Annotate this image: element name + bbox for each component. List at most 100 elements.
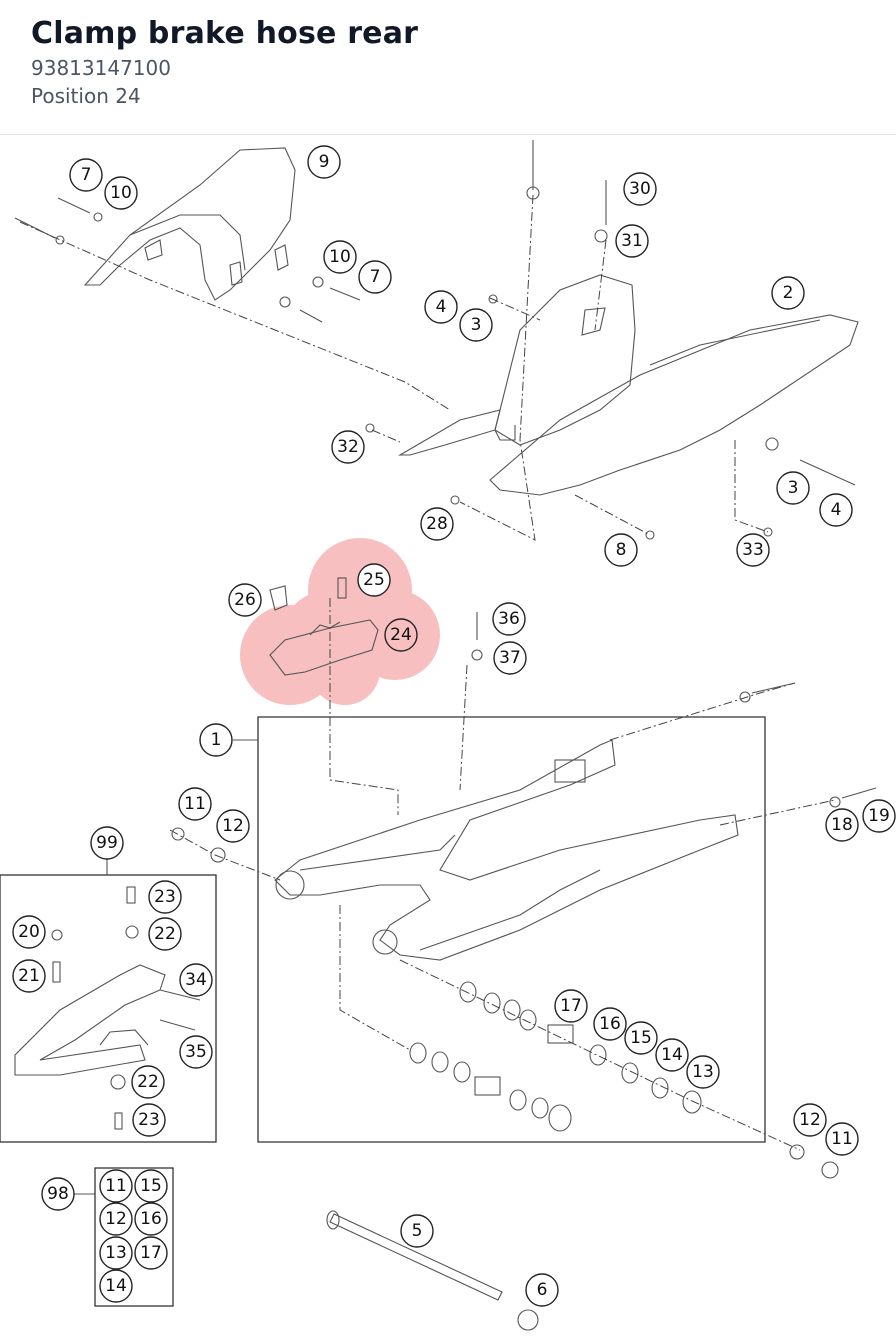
callout-label: 24 bbox=[390, 625, 412, 645]
callout-14: 14 bbox=[655, 1038, 689, 1072]
callout-label: 11 bbox=[105, 1176, 127, 1196]
callout-label: 22 bbox=[154, 924, 176, 944]
callout-label: 1 bbox=[211, 730, 222, 750]
callout-32: 32 bbox=[331, 430, 365, 464]
callout-label: 25 bbox=[363, 570, 385, 590]
callout-label: 6 bbox=[537, 1280, 548, 1300]
callout-13: 13 bbox=[99, 1236, 133, 1270]
callout-15: 15 bbox=[624, 1021, 658, 1055]
callout-label: 14 bbox=[105, 1276, 127, 1296]
callout-label: 12 bbox=[799, 1110, 821, 1130]
callout-label: 13 bbox=[105, 1243, 127, 1263]
callout-label: 20 bbox=[18, 922, 40, 942]
callout-21: 21 bbox=[12, 959, 46, 993]
callout-22: 22 bbox=[148, 917, 182, 951]
callout-label: 17 bbox=[560, 996, 582, 1016]
callout-label: 31 bbox=[621, 231, 643, 251]
callout-7: 7 bbox=[69, 158, 103, 192]
callout-label: 23 bbox=[154, 887, 176, 907]
callout-12: 12 bbox=[99, 1202, 133, 1236]
swingarm-part bbox=[274, 739, 739, 961]
hose-guide-part bbox=[471, 612, 483, 661]
callout-2: 2 bbox=[771, 276, 805, 310]
callout-label: 22 bbox=[137, 1072, 159, 1092]
bearing-stack-lower bbox=[409, 1042, 572, 1132]
kit-98-box bbox=[94, 1167, 174, 1307]
fasteners-top-left bbox=[14, 197, 361, 323]
callout-label: 30 bbox=[629, 179, 651, 199]
callout-label: 36 bbox=[498, 609, 520, 629]
callout-label: 4 bbox=[436, 297, 447, 317]
callout-28: 28 bbox=[420, 507, 454, 541]
callout-label: 3 bbox=[788, 478, 799, 498]
callout-label: 21 bbox=[18, 966, 40, 986]
swingarm-axle-part bbox=[326, 1210, 539, 1331]
fasteners-swingarm bbox=[171, 682, 877, 1179]
callout-11: 11 bbox=[178, 787, 212, 821]
callout-19: 19 bbox=[862, 799, 896, 833]
callout-label: 5 bbox=[412, 1221, 423, 1241]
callout-12: 12 bbox=[216, 809, 250, 843]
callout-17: 17 bbox=[134, 1236, 168, 1270]
callout-14: 14 bbox=[99, 1269, 133, 1303]
callout-7: 7 bbox=[358, 260, 392, 294]
callout-26: 26 bbox=[228, 583, 262, 617]
callout-17: 17 bbox=[554, 989, 588, 1023]
callout-label: 11 bbox=[831, 1129, 853, 1149]
kit-99-box bbox=[0, 874, 217, 1143]
callout-4: 4 bbox=[424, 290, 458, 324]
callout-9: 9 bbox=[307, 145, 341, 179]
callout-12: 12 bbox=[793, 1103, 827, 1137]
callout-label: 18 bbox=[831, 815, 853, 835]
callout-label: 26 bbox=[234, 590, 256, 610]
callout-label: 10 bbox=[329, 247, 351, 267]
callout-15: 15 bbox=[134, 1169, 168, 1203]
callout-25: 25 bbox=[357, 563, 391, 597]
callout-36: 36 bbox=[492, 602, 526, 636]
callout-label: 32 bbox=[337, 437, 359, 457]
callout-label: 10 bbox=[110, 183, 132, 203]
callout-22: 22 bbox=[131, 1065, 165, 1099]
chain-guard-part bbox=[397, 274, 859, 496]
callout-8: 8 bbox=[604, 533, 638, 567]
callout-label: 7 bbox=[370, 267, 381, 287]
callout-35: 35 bbox=[179, 1035, 213, 1069]
callout-label: 33 bbox=[742, 540, 764, 560]
swingarm-group-box bbox=[257, 716, 766, 1143]
part-number: 93813147100 bbox=[31, 56, 171, 80]
assembly-lines-top bbox=[19, 194, 769, 541]
callout-98: 98 bbox=[41, 1177, 75, 1211]
position-label: Position 24 bbox=[31, 84, 141, 108]
callout-label: 98 bbox=[47, 1184, 69, 1204]
callout-label: 16 bbox=[140, 1209, 162, 1229]
callout-34: 34 bbox=[179, 963, 213, 997]
callout-label: 7 bbox=[81, 165, 92, 185]
callout-18: 18 bbox=[825, 808, 859, 842]
callout-24: 24 bbox=[384, 618, 418, 652]
callout-label: 4 bbox=[831, 500, 842, 520]
callout-label: 15 bbox=[140, 1176, 162, 1196]
callout-1: 1 bbox=[199, 723, 233, 757]
callout-16: 16 bbox=[593, 1007, 627, 1041]
callout-23: 23 bbox=[148, 880, 182, 914]
kit-99-parts bbox=[14, 886, 201, 1130]
callout-3: 3 bbox=[459, 308, 493, 342]
callout-37: 37 bbox=[493, 641, 527, 675]
callout-13: 13 bbox=[686, 1055, 720, 1089]
callout-label: 3 bbox=[471, 315, 482, 335]
mudguard-part bbox=[83, 147, 296, 301]
page-header: Clamp brake hose rear 93813147100 Positi… bbox=[0, 0, 896, 135]
callout-label: 9 bbox=[319, 152, 330, 172]
callout-11: 11 bbox=[825, 1122, 859, 1156]
callout-11: 11 bbox=[99, 1169, 133, 1203]
callout-33: 33 bbox=[736, 533, 770, 567]
callout-label: 16 bbox=[599, 1014, 621, 1034]
assembly-lines-swingarm bbox=[169, 598, 836, 1151]
page-title: Clamp brake hose rear bbox=[31, 16, 419, 51]
callout-label: 23 bbox=[138, 1110, 160, 1130]
callout-label: 99 bbox=[96, 833, 118, 853]
callout-23: 23 bbox=[132, 1103, 166, 1137]
callout-31: 31 bbox=[615, 224, 649, 258]
